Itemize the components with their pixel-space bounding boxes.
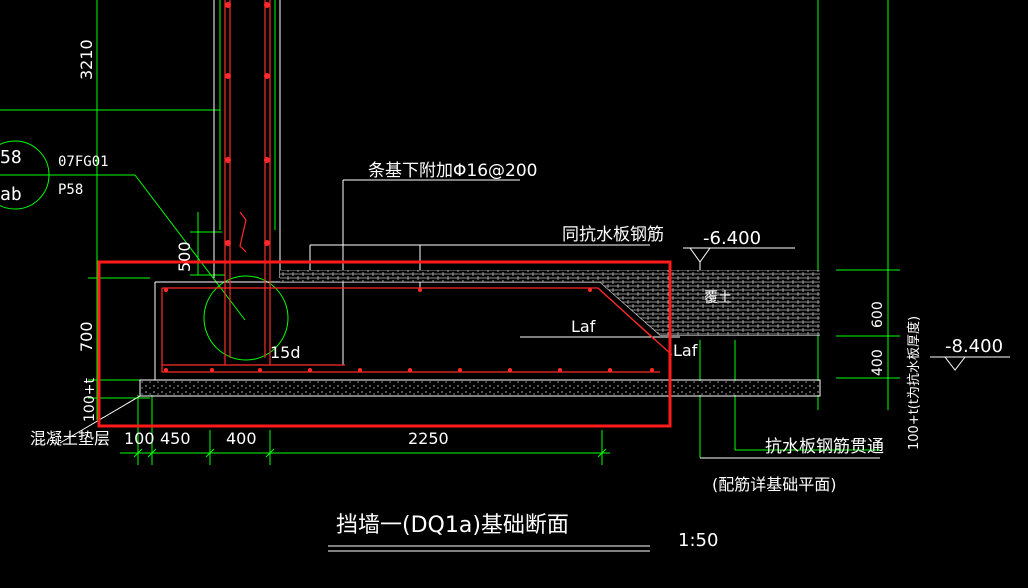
dim-bottom-400: 400 (226, 429, 257, 448)
highlight-box (97, 260, 672, 428)
dimension-lines (0, 0, 900, 465)
drawing-scale: 1:50 (678, 530, 718, 551)
dim-haunch: 500 (175, 241, 194, 272)
slab-thickness-note: 100+t(t为抗水板厚度) (906, 316, 922, 450)
callout-circle-top: 58 (0, 147, 22, 168)
dim-bottom-2250: 2250 (408, 429, 449, 448)
concrete-cushion-fill (141, 381, 819, 395)
label-slab-rebar-through: 抗水板钢筋贯通 (765, 437, 884, 457)
rebar-lines (161, 0, 673, 373)
dim-wall-height: 3210 (77, 39, 96, 80)
dim-right-lower: 400 (870, 349, 886, 376)
label-concrete-cushion: 混凝土垫层 (30, 429, 110, 448)
fill-soil-hatch (280, 270, 820, 335)
dim-bottom-100: 100 (124, 429, 155, 448)
rebar-dots (164, 2, 654, 372)
drawing-title: 挡墙一(DQ1a)基础断面 (336, 513, 569, 538)
callout-ref-line2: P58 (58, 182, 83, 198)
callout-ref-line1: 07FG01 (58, 154, 109, 170)
elevation-top: -6.400 (703, 228, 761, 249)
elevation-bottom: -8.400 (945, 336, 1003, 357)
label-rebar-note: (配筋详基础平面) (712, 475, 837, 494)
label-15d: 15d (270, 343, 301, 362)
label-laf-lower: Laf (673, 341, 698, 360)
label-fill-soil: 覆土 (704, 290, 732, 306)
dim-footing-height: 700 (77, 321, 96, 352)
callout-circle-bottom: ab (0, 184, 22, 205)
dim-bottom-450: 450 (160, 429, 191, 448)
dim-cushion: 100+t (82, 378, 98, 422)
label-extra-rebar: 条基下附加Φ16@200 (368, 161, 537, 181)
label-same-as-slab: 同抗水板钢筋 (562, 225, 664, 245)
label-laf-upper: Laf (571, 317, 596, 336)
dim-right-upper: 600 (870, 301, 886, 328)
